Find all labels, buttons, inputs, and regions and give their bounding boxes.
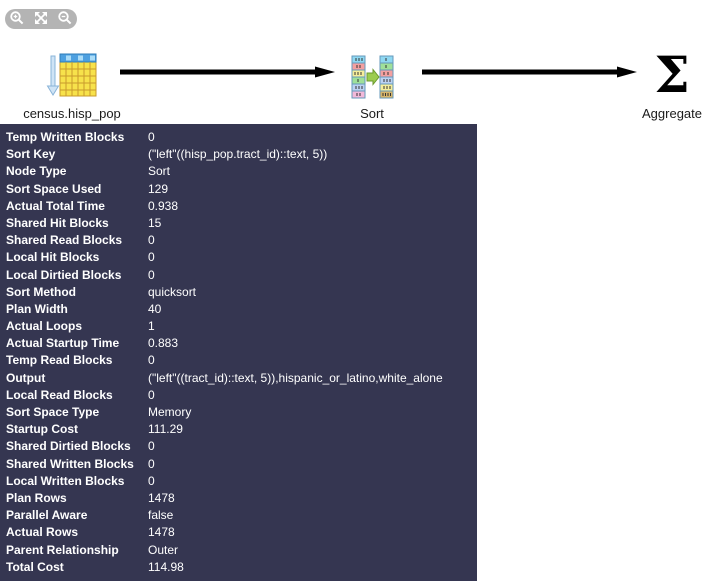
- detail-row: Shared Dirtied Blocks 0: [0, 438, 477, 455]
- detail-value: 1478: [148, 525, 175, 540]
- detail-row: Plan Width 40: [0, 301, 477, 318]
- detail-value: 0: [148, 267, 155, 282]
- detail-row: Actual Loops 1: [0, 318, 477, 335]
- detail-value: 0: [148, 130, 155, 144]
- sigma-icon: Σ: [654, 45, 690, 104]
- detail-row: Actual Rows 1478: [0, 524, 477, 541]
- detail-key: Actual Startup Time: [6, 336, 120, 351]
- detail-key: Plan Width: [6, 301, 68, 316]
- detail-row: Temp Written Blocks 0: [0, 129, 477, 146]
- detail-value: quicksort: [148, 284, 197, 299]
- detail-value: 15: [148, 215, 162, 230]
- detail-key: Local Dirtied Blocks: [6, 267, 122, 282]
- zoom-fit-button[interactable]: [32, 10, 50, 28]
- detail-value: 0.883: [148, 336, 179, 351]
- detail-row: Parallel Aware false: [0, 507, 477, 524]
- detail-value: ("left"((tract_id)::text, 5)),hispanic_o…: [148, 370, 443, 385]
- table-scan-icon: [12, 44, 132, 100]
- node-label-scan: census.hisp_pop: [23, 106, 121, 121]
- plan-node-scan[interactable]: census.hisp_pop: [12, 44, 132, 121]
- detail-row: Total Cost 114.98: [0, 559, 477, 576]
- flow-arrow-sort-to-aggregate: [422, 66, 637, 78]
- detail-value: 0: [148, 439, 155, 454]
- detail-key: Output: [6, 370, 46, 385]
- detail-key: Startup Cost: [6, 422, 78, 437]
- detail-value: false: [148, 508, 174, 523]
- detail-key: Temp Read Blocks: [6, 353, 113, 368]
- sort-icon: [312, 44, 432, 100]
- zoom-in-button[interactable]: [8, 10, 26, 28]
- detail-row: Shared Read Blocks 0: [0, 232, 477, 249]
- detail-key: Node Type: [6, 164, 67, 179]
- detail-key: Local Read Blocks: [6, 387, 113, 402]
- detail-key: Sort Key: [6, 147, 56, 162]
- detail-value: 40: [148, 301, 162, 316]
- detail-value: 1478: [148, 490, 175, 505]
- detail-row: Shared Written Blocks 0: [0, 456, 477, 473]
- detail-value: Sort: [148, 164, 171, 179]
- node-details-panel: Temp Written Blocks 0 Sort Key ("left"((…: [0, 124, 477, 581]
- detail-key: Parent Relationship: [6, 542, 119, 557]
- detail-key: Sort Space Type: [6, 405, 100, 419]
- detail-row: Local Dirtied Blocks 0: [0, 267, 477, 284]
- zoom-toolbar: [5, 9, 77, 29]
- flow-arrow-scan-to-sort: [120, 66, 335, 78]
- magnifier-plus-icon: [9, 10, 25, 29]
- detail-value: 129: [148, 181, 169, 196]
- detail-row: Startup Cost 111.29: [0, 421, 477, 438]
- detail-key: Shared Written Blocks: [6, 456, 134, 471]
- detail-row: Node Type Sort: [0, 163, 477, 180]
- detail-key: Sort Method: [6, 284, 76, 299]
- detail-value: 114.98: [148, 559, 184, 574]
- detail-key: Actual Rows: [6, 525, 79, 540]
- detail-key: Plan Rows: [6, 490, 67, 505]
- plan-node-aggregate[interactable]: Σ Aggregate: [612, 44, 722, 122]
- detail-value: Memory: [148, 405, 192, 419]
- detail-key: Temp Written Blocks: [6, 130, 125, 144]
- detail-value: 0: [148, 473, 155, 488]
- detail-key: Sort Space Used: [6, 181, 102, 196]
- detail-value: 0.938: [148, 198, 179, 213]
- detail-row: Shared Hit Blocks 15: [0, 215, 477, 232]
- detail-row: Sort Method quicksort: [0, 284, 477, 301]
- detail-key: Shared Hit Blocks: [6, 215, 109, 230]
- detail-row: Output ("left"((tract_id)::text, 5)),his…: [0, 370, 477, 387]
- detail-key: Actual Loops: [6, 319, 83, 334]
- detail-value: 1: [148, 319, 155, 334]
- magnifier-minus-icon: [57, 10, 73, 29]
- detail-row: Local Hit Blocks 0: [0, 249, 477, 266]
- detail-row: Actual Total Time 0.938: [0, 198, 477, 215]
- detail-key: Total Cost: [6, 559, 64, 574]
- detail-row: Temp Read Blocks 0: [0, 352, 477, 369]
- detail-value: 0: [148, 456, 155, 471]
- zoom-out-button[interactable]: [56, 10, 74, 28]
- plan-node-sort[interactable]: Sort: [312, 44, 432, 121]
- detail-key: Local Hit Blocks: [6, 250, 100, 265]
- expand-arrows-icon: [33, 10, 49, 29]
- detail-row: Local Read Blocks 0: [0, 387, 477, 404]
- detail-key: Shared Dirtied Blocks: [6, 439, 131, 454]
- detail-row: Sort Space Type Memory: [0, 404, 477, 421]
- detail-key: Actual Total Time: [6, 198, 105, 213]
- node-label-aggregate: Aggregate: [642, 106, 702, 121]
- detail-row: Plan Rows 1478: [0, 490, 477, 507]
- node-label-sort: Sort: [360, 106, 384, 121]
- detail-value: 0: [148, 353, 155, 368]
- detail-key: Local Written Blocks: [6, 473, 125, 488]
- detail-row: Actual Startup Time 0.883: [0, 335, 477, 352]
- detail-value: Outer: [148, 542, 179, 557]
- detail-value: 0: [148, 250, 155, 265]
- detail-value: 0: [148, 387, 155, 402]
- detail-key: Shared Read Blocks: [6, 233, 123, 248]
- detail-value: ("left"((hisp_pop.tract_id)::text, 5)): [148, 147, 328, 162]
- detail-value: 0: [148, 233, 155, 248]
- detail-row: Local Written Blocks 0: [0, 473, 477, 490]
- detail-row: Parent Relationship Outer: [0, 542, 477, 559]
- detail-value: 111.29: [148, 422, 183, 437]
- detail-key: Parallel Aware: [6, 508, 88, 523]
- detail-row: Sort Key ("left"((hisp_pop.tract_id)::te…: [0, 146, 477, 163]
- detail-row: Sort Space Used 129: [0, 181, 477, 198]
